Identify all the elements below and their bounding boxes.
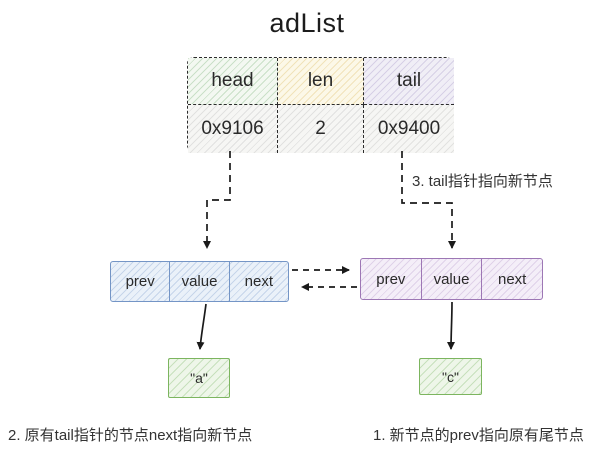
diagram-title: adList bbox=[269, 8, 345, 38]
table-header-len: len bbox=[278, 58, 364, 105]
node-cell-next: next bbox=[228, 262, 288, 301]
table-value-len: 2 bbox=[278, 105, 364, 153]
adlist-table: head len tail 0x9106 2 0x9400 bbox=[187, 57, 454, 153]
value-box-c: "c" bbox=[419, 358, 482, 395]
annotation-tail-pointer: 3. tail指针指向新节点 bbox=[412, 173, 553, 190]
node-cell-next: next bbox=[481, 259, 542, 299]
node-cell-prev: prev bbox=[125, 273, 155, 290]
table-header-tail: tail bbox=[364, 58, 454, 105]
annotation-step1: 1. 新节点的prev指向原有尾节点 bbox=[373, 427, 584, 444]
tail-pointer-arrow bbox=[401, 151, 456, 249]
head-pointer-arrow bbox=[203, 151, 231, 249]
list-node-old-tail: prev value next bbox=[110, 261, 289, 302]
table-header-head: head bbox=[188, 58, 278, 105]
right-value-arrow bbox=[447, 301, 456, 350]
node-cell-value: value bbox=[420, 259, 482, 299]
node-cell-prev: prev bbox=[376, 270, 406, 288]
list-node-new-tail: prev value next bbox=[360, 258, 543, 300]
value-box-a: "a" bbox=[168, 358, 230, 398]
table-value-tail: 0x9400 bbox=[364, 105, 454, 153]
node-cell-value: value bbox=[169, 262, 228, 301]
left-value-arrow bbox=[196, 303, 207, 350]
table-value-head: 0x9106 bbox=[188, 105, 278, 153]
annotation-step2: 2. 原有tail指针的节点next指向新节点 bbox=[8, 427, 253, 444]
